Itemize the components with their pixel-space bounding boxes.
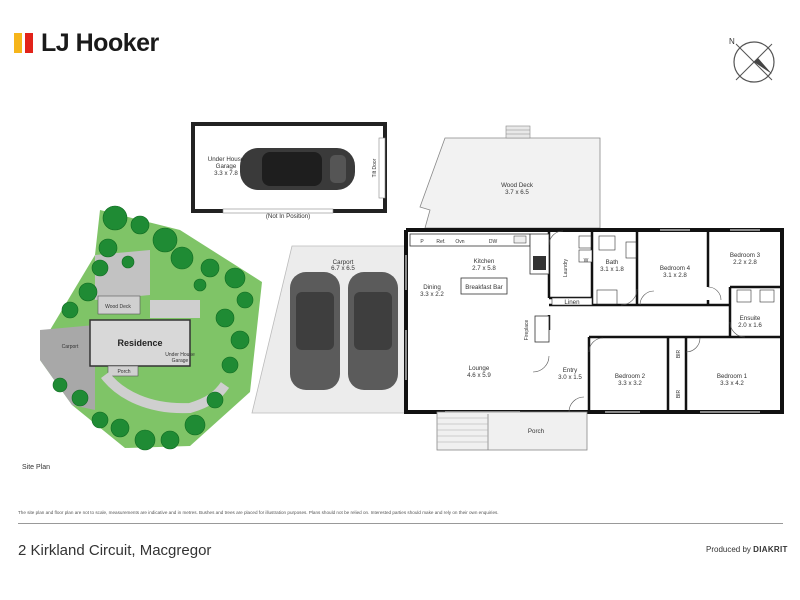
site-wood-deck-label: Wood Deck	[105, 304, 131, 310]
disclaimer: The site plan and floor plan are not to …	[18, 510, 499, 515]
carport-car-2-icon	[348, 272, 398, 390]
lounge-name: Lounge	[469, 365, 490, 372]
linen-label: Linen	[564, 299, 580, 306]
brand-bar-yellow	[14, 33, 22, 53]
producer-company: DIAKRIT	[753, 545, 788, 554]
north-arrow-icon: N	[729, 37, 775, 83]
brand-mark-icon	[14, 33, 33, 53]
carport-name: Carport	[333, 259, 354, 266]
site-carport-label: Carport	[62, 344, 79, 350]
garage-dims: 3.3 x 7.8	[214, 170, 238, 177]
garage-note: (Not In Position)	[266, 213, 310, 220]
oven-label: Ovn	[455, 239, 464, 245]
produced-by-text: Produced by	[706, 545, 751, 554]
site-residence-label: Residence	[117, 338, 162, 348]
entry-dims: 3.0 x 1.5	[558, 374, 582, 381]
dining-dims: 3.3 x 2.2	[420, 291, 444, 298]
site-residence	[89, 319, 191, 367]
laundry-label: Laundry	[563, 258, 569, 277]
garage-tilt-door: Tilt Door	[372, 158, 378, 177]
garage-name-1: Under House	[208, 156, 245, 163]
brand-bar-red	[25, 33, 33, 53]
bath-name: Bath	[606, 259, 619, 266]
house	[404, 228, 784, 429]
produced-by: Produced by DIAKRIT	[706, 545, 788, 554]
bedroom1-name: Bedroom 1	[717, 373, 748, 380]
wood-deck-dims: 3.7 x 6.5	[505, 189, 529, 196]
dishwasher-label: DW	[489, 239, 498, 245]
site-garage-label-2: Garage	[172, 358, 189, 364]
bedroom1-dims: 3.3 x 4.2	[720, 380, 744, 387]
entry-name: Entry	[563, 367, 578, 374]
kitchen-dims: 2.7 x 5.8	[472, 265, 496, 272]
porch-label: Porch	[528, 428, 545, 435]
garage-name-2: Garage	[216, 163, 237, 170]
bir-label-2: BIR	[676, 389, 682, 398]
bath-dims: 3.1 x 1.8	[600, 266, 624, 273]
wood-deck: Wood Deck 3.7 x 6.5	[419, 125, 601, 229]
property-address: 2 Kirkland Circuit, Macgregor	[18, 542, 212, 559]
brand-name: LJ Hooker	[41, 28, 159, 57]
carport-dims: 6.7 x 6.5	[331, 265, 355, 272]
porch: Porch	[436, 411, 588, 451]
bedroom3-dims: 2.2 x 2.8	[733, 259, 757, 266]
garage-car-icon	[240, 148, 355, 190]
carport-car-1-icon	[290, 272, 340, 390]
fireplace-label: Fireplace	[524, 320, 530, 341]
dining-name: Dining	[423, 284, 441, 291]
site-trees	[52, 205, 254, 451]
bir-label-1: BIR	[676, 349, 682, 358]
bedroom2-name: Bedroom 2	[615, 373, 646, 380]
carport: Carport 6.7 x 6.5	[251, 245, 407, 414]
divider	[18, 523, 783, 524]
site-plan-caption: Site Plan	[22, 464, 51, 471]
fridge-label: Ref.	[436, 239, 445, 245]
site-plan: Residence Under House Garage Wood Deck C…	[40, 205, 262, 451]
bedroom4-name: Bedroom 4	[660, 265, 691, 272]
bedroom2-dims: 3.3 x 3.2	[618, 380, 642, 387]
brand-logo: LJ Hooker	[14, 28, 159, 57]
w-label: W	[584, 258, 589, 264]
lounge-dims: 4.6 x 5.9	[467, 372, 491, 379]
ensuite-dims: 2.0 x 1.6	[738, 322, 762, 329]
site-garage-label-1: Under House	[165, 352, 195, 358]
ensuite-name: Ensuite	[740, 315, 761, 322]
breakfast-bar-label: Breakfast Bar	[465, 284, 503, 291]
bedroom3-name: Bedroom 3	[730, 252, 761, 259]
site-porch-label: Porch	[117, 369, 130, 375]
bedroom4-dims: 3.1 x 2.8	[663, 272, 687, 279]
kitchen-name: Kitchen	[474, 258, 495, 265]
compass-label: N	[729, 37, 735, 46]
pantry-label: P	[420, 239, 424, 245]
garage: Under House Garage 3.3 x 7.8 Tilt Door (…	[191, 122, 387, 220]
wood-deck-name: Wood Deck	[501, 182, 534, 189]
